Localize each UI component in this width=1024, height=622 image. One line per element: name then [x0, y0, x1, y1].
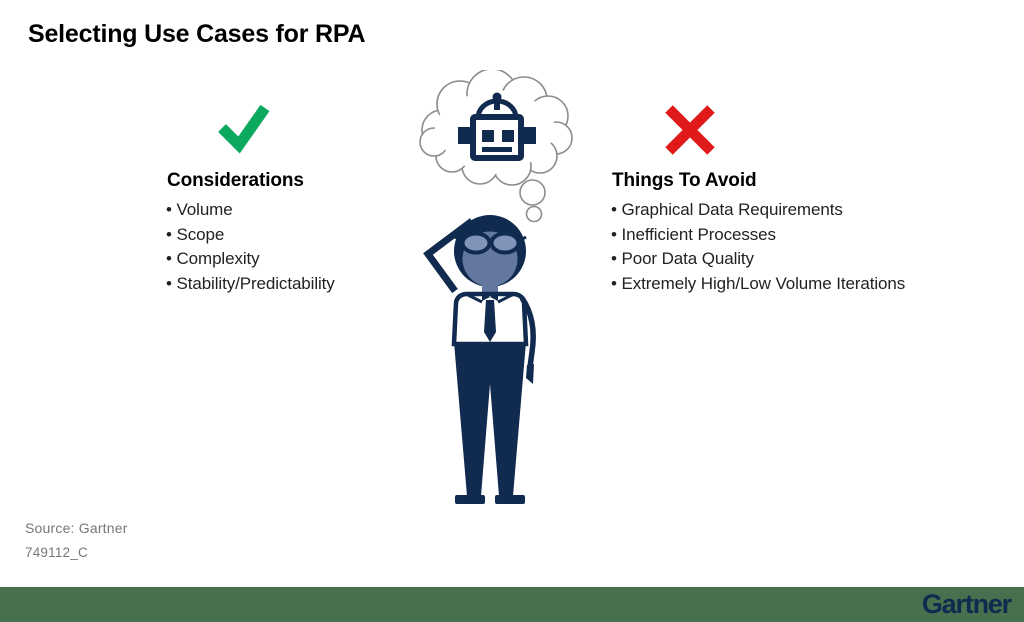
list-item: Extremely High/Low Volume Iterations: [611, 272, 905, 297]
gartner-logo: Gartner: [921, 589, 1012, 619]
considerations-list: Volume Scope Complexity Stability/Predic…: [166, 198, 335, 297]
person-thinking-illustration: [419, 70, 573, 504]
list-item: Inefficient Processes: [611, 223, 905, 248]
right-foot: [495, 495, 525, 504]
robot-icon: [458, 92, 536, 161]
avoid-heading: Things To Avoid: [612, 170, 757, 191]
bow: [482, 292, 490, 301]
tie: [484, 300, 496, 342]
left-foot: [455, 495, 485, 504]
bubble-trail-small: [525, 205, 543, 223]
avoid-list: Graphical Data Requirements Inefficient …: [611, 198, 905, 296]
x-icon: [665, 105, 715, 155]
right-arm: [519, 296, 536, 368]
source-attribution: Source: Gartner: [25, 520, 128, 536]
document-id: 749112_C: [25, 545, 88, 560]
list-item: Scope: [166, 223, 335, 248]
person-figure: [423, 215, 536, 504]
bubble-trail-large: [519, 179, 546, 206]
checkmark-icon: [218, 104, 270, 154]
glasses-left-lens: [460, 231, 492, 255]
list-item: Complexity: [166, 247, 335, 272]
glasses-right-lens: [489, 231, 521, 255]
pants: [454, 342, 526, 496]
hand: [526, 364, 534, 384]
list-item: Volume: [166, 198, 335, 223]
footer-bar: Gartner: [0, 587, 1024, 622]
list-item: Stability/Predictability: [166, 272, 334, 297]
list-item: Poor Data Quality: [611, 247, 905, 272]
raised-arm: [423, 218, 475, 294]
list-item: Graphical Data Requirements: [611, 198, 905, 223]
bow: [490, 292, 498, 301]
page-title: Selecting Use Cases for RPA: [28, 20, 366, 48]
considerations-heading: Considerations: [167, 170, 304, 191]
